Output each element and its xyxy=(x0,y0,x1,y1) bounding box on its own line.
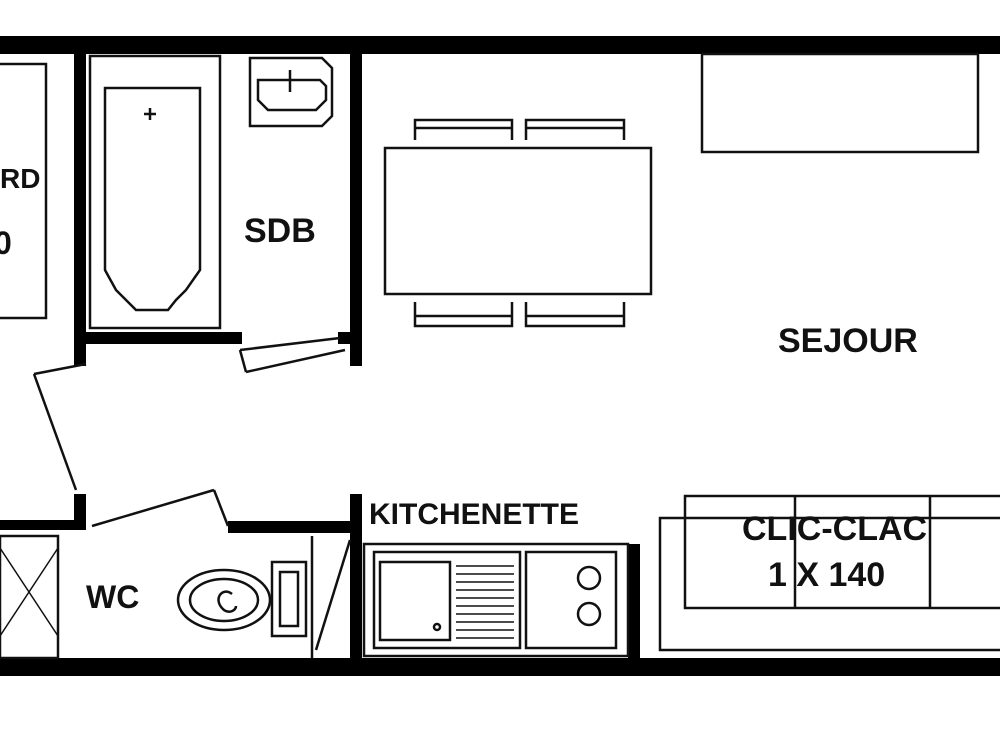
sofa-label-line2: 1 X 140 xyxy=(768,556,885,594)
sink-drain xyxy=(432,622,442,632)
bathroom-label: SDB xyxy=(244,212,316,250)
wc-door-leaf xyxy=(91,488,215,528)
chair-bottom-right xyxy=(524,302,626,328)
chair-bottom-left xyxy=(413,302,514,328)
wall-wc-top-left xyxy=(0,520,86,530)
washbasin-bowl xyxy=(256,78,328,112)
bathroom-door-leaf xyxy=(238,349,248,373)
cooktop xyxy=(524,550,618,650)
wall-bath-living xyxy=(350,54,362,366)
living-cabinet xyxy=(700,52,980,154)
wall-hall-stub xyxy=(74,494,86,528)
toilet-tank-inner xyxy=(278,570,300,628)
bedroom xyxy=(0,62,48,320)
outer-walls xyxy=(0,36,1000,676)
kitchen-counter xyxy=(362,542,630,658)
bedroom-size: 0 xyxy=(0,225,12,261)
bathroom xyxy=(88,54,346,374)
wall-wc-kitchen xyxy=(350,494,362,658)
chair-top-right xyxy=(524,118,626,140)
burner-1 xyxy=(576,565,602,591)
toilet-flush xyxy=(217,590,238,613)
chair-top-left xyxy=(413,118,514,140)
wall-wc-top-right xyxy=(228,521,362,533)
toilet-bowl xyxy=(176,568,272,632)
sofa-label-line1: CLIC-CLAC xyxy=(742,510,927,548)
wc-room xyxy=(0,534,352,660)
bedroom-bed xyxy=(0,62,48,320)
bathroom-door-leaf-2 xyxy=(245,348,346,374)
bathtub xyxy=(88,54,222,330)
sofa-bed xyxy=(658,494,1000,652)
wall-bath-bottom xyxy=(86,332,242,344)
washbasin xyxy=(248,56,334,128)
wall-bedroom-bath xyxy=(74,54,86,366)
toilet-tank xyxy=(270,560,308,638)
sofa-base xyxy=(658,516,1000,652)
entry-door-top xyxy=(33,362,87,376)
wc-label: WC xyxy=(86,579,139,615)
bottom-wall xyxy=(0,658,1000,676)
kitchenette xyxy=(362,542,630,658)
bathtub-drain xyxy=(144,108,156,120)
living-label: SEJOUR xyxy=(778,322,918,360)
toilet-seat xyxy=(188,577,260,623)
wall-kitchen-right xyxy=(628,544,640,658)
entry-door-leaf xyxy=(32,373,78,491)
dining-set xyxy=(383,52,980,328)
wc-cupboard-cross xyxy=(0,547,59,637)
burner-2 xyxy=(576,601,602,627)
bedroom-label: RD xyxy=(0,163,40,194)
sink-unit xyxy=(372,550,522,650)
sofa-seat xyxy=(683,494,1000,610)
bathtub-basin xyxy=(103,86,202,312)
hall-doors xyxy=(32,362,230,528)
sink-bowl xyxy=(378,560,452,642)
kitchen-label: KITCHENETTE xyxy=(369,498,579,531)
wall-bath-bottom-right xyxy=(338,332,362,344)
wc-door-side xyxy=(212,489,230,527)
top-wall xyxy=(0,36,1000,54)
wc-panel-diag xyxy=(314,539,352,651)
drainboard-lines xyxy=(456,565,514,639)
bathroom-door xyxy=(239,336,341,352)
dining-table xyxy=(383,146,653,296)
wc-cupboard xyxy=(0,534,60,660)
room-labels: RD 0 SDB SEJOUR KITCHENETTE WC CLIC-CLAC… xyxy=(0,163,927,615)
interior-walls xyxy=(0,54,640,658)
